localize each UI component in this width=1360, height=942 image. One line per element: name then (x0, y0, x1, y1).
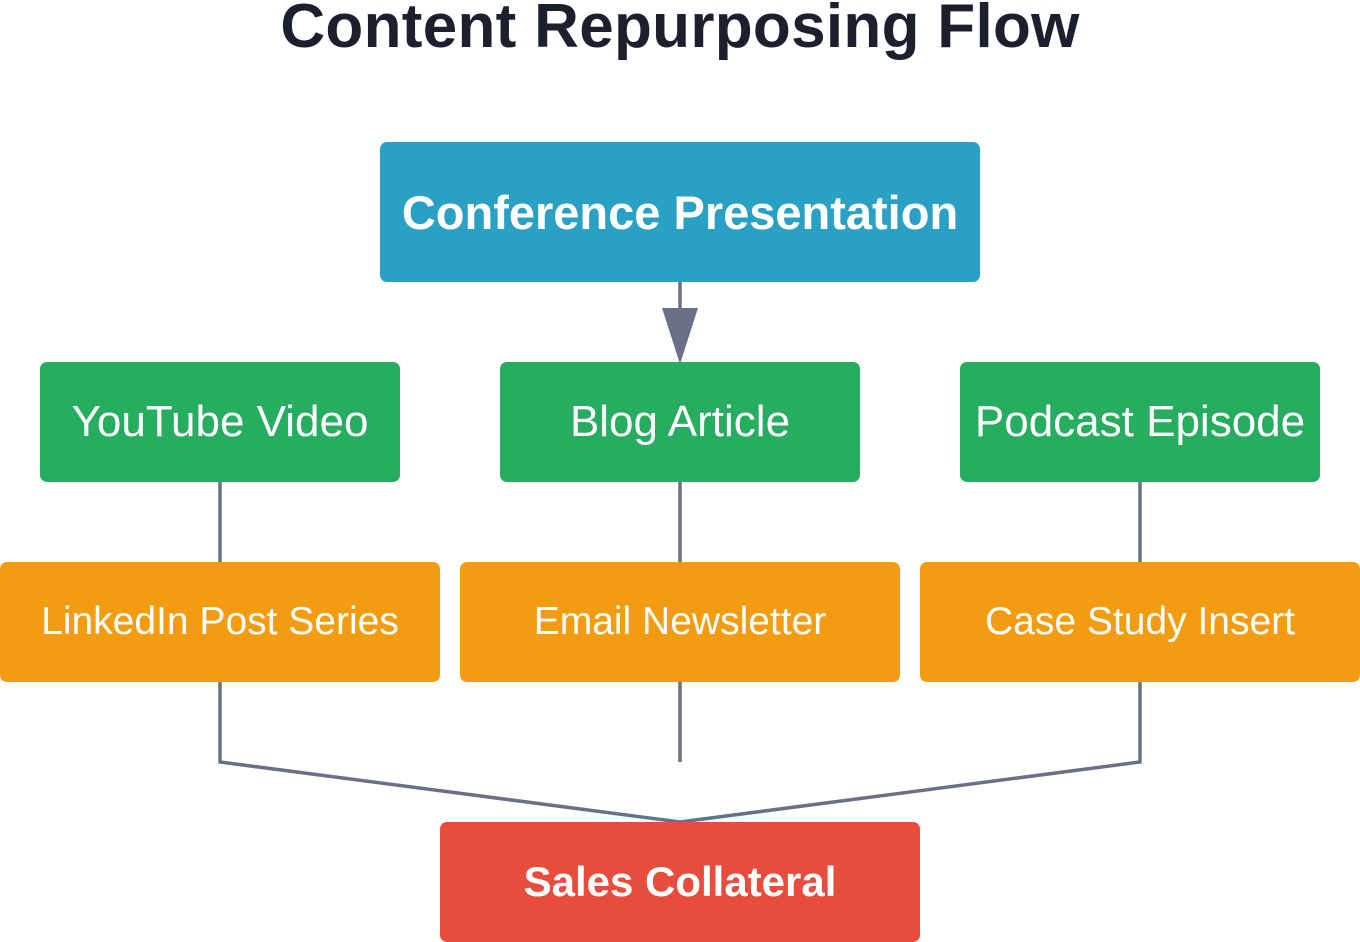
node-conference-presentation: Conference Presentation (380, 142, 980, 282)
node-sales-collateral: Sales Collateral (440, 822, 920, 942)
node-label: Blog Article (569, 397, 791, 446)
diagram-title: Content Repurposing Flow (280, 0, 1080, 61)
node-case-study-insert: Case Study Insert (920, 562, 1360, 682)
arrowhead-icon (662, 308, 698, 364)
node-label: Sales Collateral (523, 858, 837, 905)
node-label: Podcast Episode (974, 397, 1306, 446)
node-label: Conference Presentation (401, 185, 959, 239)
node-label: Case Study Insert (985, 600, 1295, 643)
connector-linkedin-to-sales (218, 682, 681, 824)
node-email-newsletter: Email Newsletter (460, 562, 900, 682)
connector-casestudy-to-sales (679, 682, 1142, 824)
node-label: LinkedIn Post Series (41, 600, 399, 643)
node-label: YouTube Video (71, 397, 369, 446)
node-podcast-episode: Podcast Episode (960, 362, 1320, 482)
node-label: Email Newsletter (533, 600, 827, 643)
node-blog-article: Blog Article (500, 362, 860, 482)
node-linkedin-post-series: LinkedIn Post Series (0, 562, 440, 682)
node-youtube-video: YouTube Video (40, 362, 400, 482)
